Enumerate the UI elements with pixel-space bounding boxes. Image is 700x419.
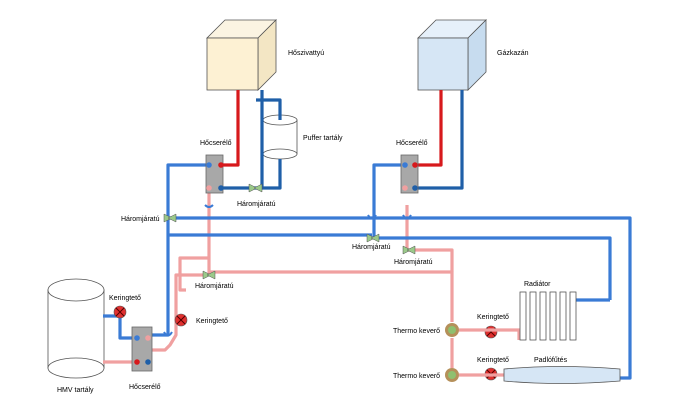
return-pipes <box>103 192 454 368</box>
floor-heating-label: Padlófűtés <box>534 357 568 364</box>
pump-icon <box>484 325 498 339</box>
mixer-icon <box>445 368 459 382</box>
heat-exchanger-right <box>400 154 419 194</box>
pipe-crossover <box>163 204 412 337</box>
hx-bottom-label: Hőcserélő <box>129 384 161 391</box>
valve-icon <box>366 233 380 243</box>
pump-icon <box>113 305 127 319</box>
dhw-tank <box>47 278 105 379</box>
valve-icon <box>402 245 416 255</box>
floor-heating <box>503 366 621 384</box>
valve-label-2: Háromjáratú <box>121 216 160 223</box>
heat-pump-unit <box>206 19 277 91</box>
hx-right-label: Hőcserélő <box>396 140 428 147</box>
radiator <box>519 291 577 341</box>
valve-icon <box>202 270 216 280</box>
radiator-label: Radiátor <box>524 281 551 288</box>
hot-pipes <box>221 90 443 167</box>
valve-icon <box>248 183 263 193</box>
valve-label-4: Háromjáratú <box>394 259 433 266</box>
heat-exchanger-bottom <box>131 326 153 372</box>
pump-label-4: Keringtető <box>477 357 509 364</box>
valve-label-1: Háromjáratú <box>237 201 276 208</box>
pump-icon <box>174 313 188 327</box>
mixer-label-1: Thermo keverő <box>393 328 440 335</box>
gas-boiler-unit <box>417 19 487 91</box>
dhw-tank-label: HMV tartály <box>57 387 94 394</box>
pump-label-1: Keringtető <box>109 295 141 302</box>
labels: Hőszivattyú Gázkazán Puffer tartály Hőcs… <box>57 50 568 394</box>
valve-label-3: Háromjáratú <box>352 244 391 251</box>
heat-pump-label: Hőszivattyú <box>288 50 324 57</box>
pump-label-2: Keringtető <box>196 318 228 325</box>
hx-left-label: Hőcserélő <box>200 140 232 147</box>
pump-label-3: Keringtető <box>477 314 509 321</box>
buffer-tank <box>262 114 298 160</box>
mixer-icon <box>445 323 459 337</box>
mixer-label-2: Thermo keverő <box>393 373 440 380</box>
buffer-tank-label: Puffer tartály <box>303 135 343 142</box>
valve-label-5: Háromjáratú <box>195 283 234 290</box>
emitter-feed-pipes <box>459 328 521 377</box>
heat-exchanger-left <box>205 154 224 194</box>
gas-boiler-label: Gázkazán <box>497 50 529 57</box>
valve-icon <box>163 213 177 223</box>
